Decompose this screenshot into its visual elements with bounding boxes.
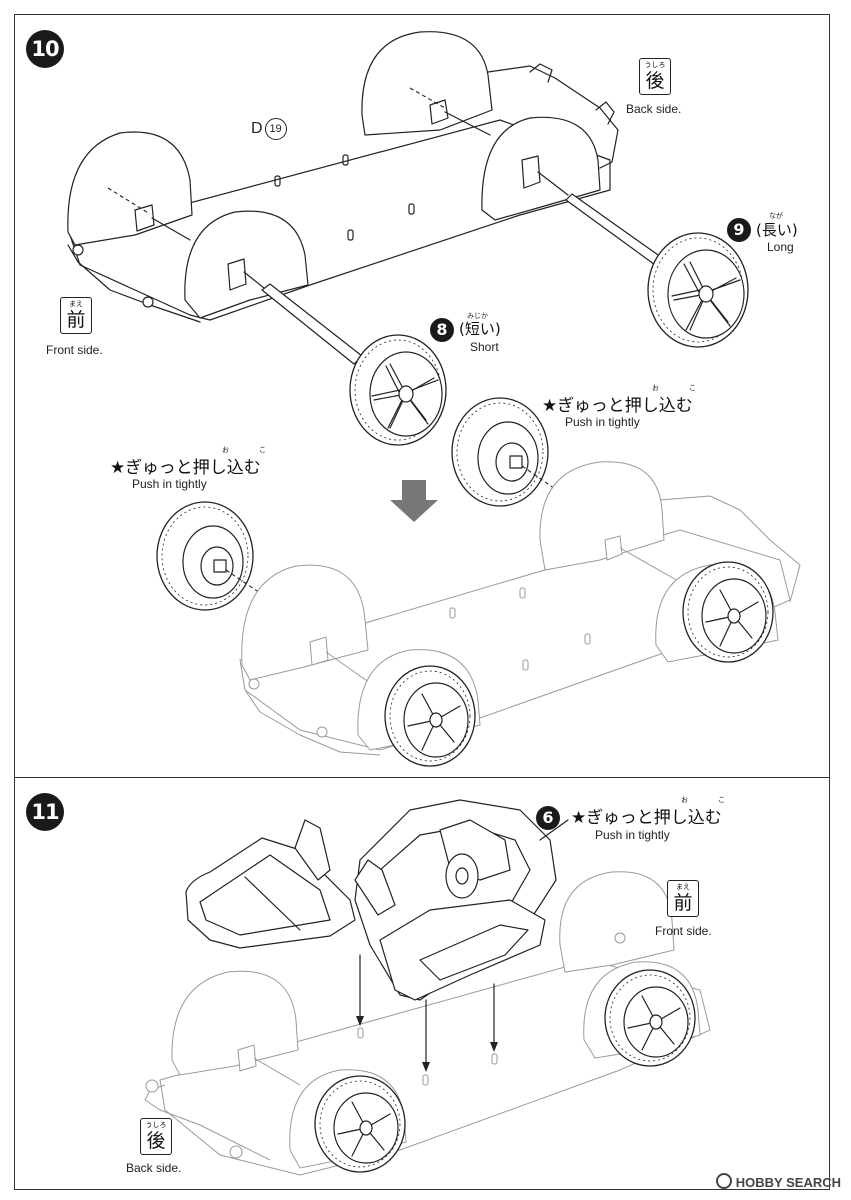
push-right-ruby-ko: こ xyxy=(689,384,696,392)
back-side-label: Back side. xyxy=(626,102,682,116)
part-badge-6: 6 xyxy=(536,806,560,830)
front-marker-box-11: まえ 前 xyxy=(667,880,699,917)
push-right-ruby-o: お xyxy=(652,384,659,392)
rear-ruby: うしろ xyxy=(644,61,666,69)
step11-cockpit xyxy=(185,799,569,1072)
watermark-text: HOBBY SEARCH xyxy=(735,1175,841,1190)
part8-en: Short xyxy=(470,340,499,354)
part8-ruby: みじか xyxy=(467,312,488,320)
push-left-ruby-o: お xyxy=(222,446,229,454)
part-badge-8: 8 xyxy=(430,318,454,342)
front-side-label: Front side. xyxy=(46,343,103,357)
front-ruby: まえ xyxy=(69,300,83,308)
page-frame xyxy=(14,14,830,1190)
step-number-11: 11 xyxy=(26,793,64,831)
push11-en: Push in tightly xyxy=(595,828,670,842)
rear-marker-box: うしろ 後 xyxy=(639,58,671,95)
push-left-ruby-ko: こ xyxy=(259,446,266,454)
step-number-10: 10 xyxy=(26,30,64,68)
hobby-search-logo-icon xyxy=(715,1173,732,1189)
watermark: HOBBY SEARCH xyxy=(715,1173,841,1190)
step10-chassis-assembled xyxy=(239,461,801,767)
part-ref-letter: D xyxy=(251,120,263,138)
front11-kanji: 前 xyxy=(673,892,693,914)
push-right-en: Push in tightly xyxy=(565,415,640,429)
down-arrow-icon xyxy=(390,480,438,522)
part8-jp: (短い) xyxy=(459,320,501,338)
front-marker-box: まえ 前 xyxy=(60,297,92,334)
push11-ruby-ko: こ xyxy=(718,796,725,804)
push11-ruby-o: お xyxy=(681,796,688,804)
rear11-ruby: うしろ xyxy=(145,1121,167,1129)
rear11-kanji: 後 xyxy=(146,1130,166,1152)
part9-en: Long xyxy=(767,240,794,254)
step10-push-wheels xyxy=(156,397,601,621)
part9-ruby: なが xyxy=(769,212,783,220)
front-side-label-11: Front side. xyxy=(655,924,712,938)
part9-jp: (長い) xyxy=(756,221,798,239)
back-side-label-11: Back side. xyxy=(126,1161,182,1175)
part-badge-9: 9 xyxy=(727,218,751,242)
rear-kanji: 後 xyxy=(645,70,665,92)
step-divider xyxy=(14,777,830,778)
step11-chassis xyxy=(144,871,711,1176)
step10-chassis xyxy=(67,31,749,446)
front-kanji: 前 xyxy=(66,309,86,331)
rear-marker-box-11: うしろ 後 xyxy=(140,1118,172,1155)
front11-ruby: まえ xyxy=(676,883,690,891)
part-ref-number: 19 xyxy=(264,118,287,140)
push-left-jp: ★ぎゅっと押し込む xyxy=(110,458,261,478)
push-left-en: Push in tightly xyxy=(132,477,207,491)
push11-jp: ★ぎゅっと押し込む xyxy=(571,808,722,828)
push-right-jp: ★ぎゅっと押し込む xyxy=(542,396,693,416)
